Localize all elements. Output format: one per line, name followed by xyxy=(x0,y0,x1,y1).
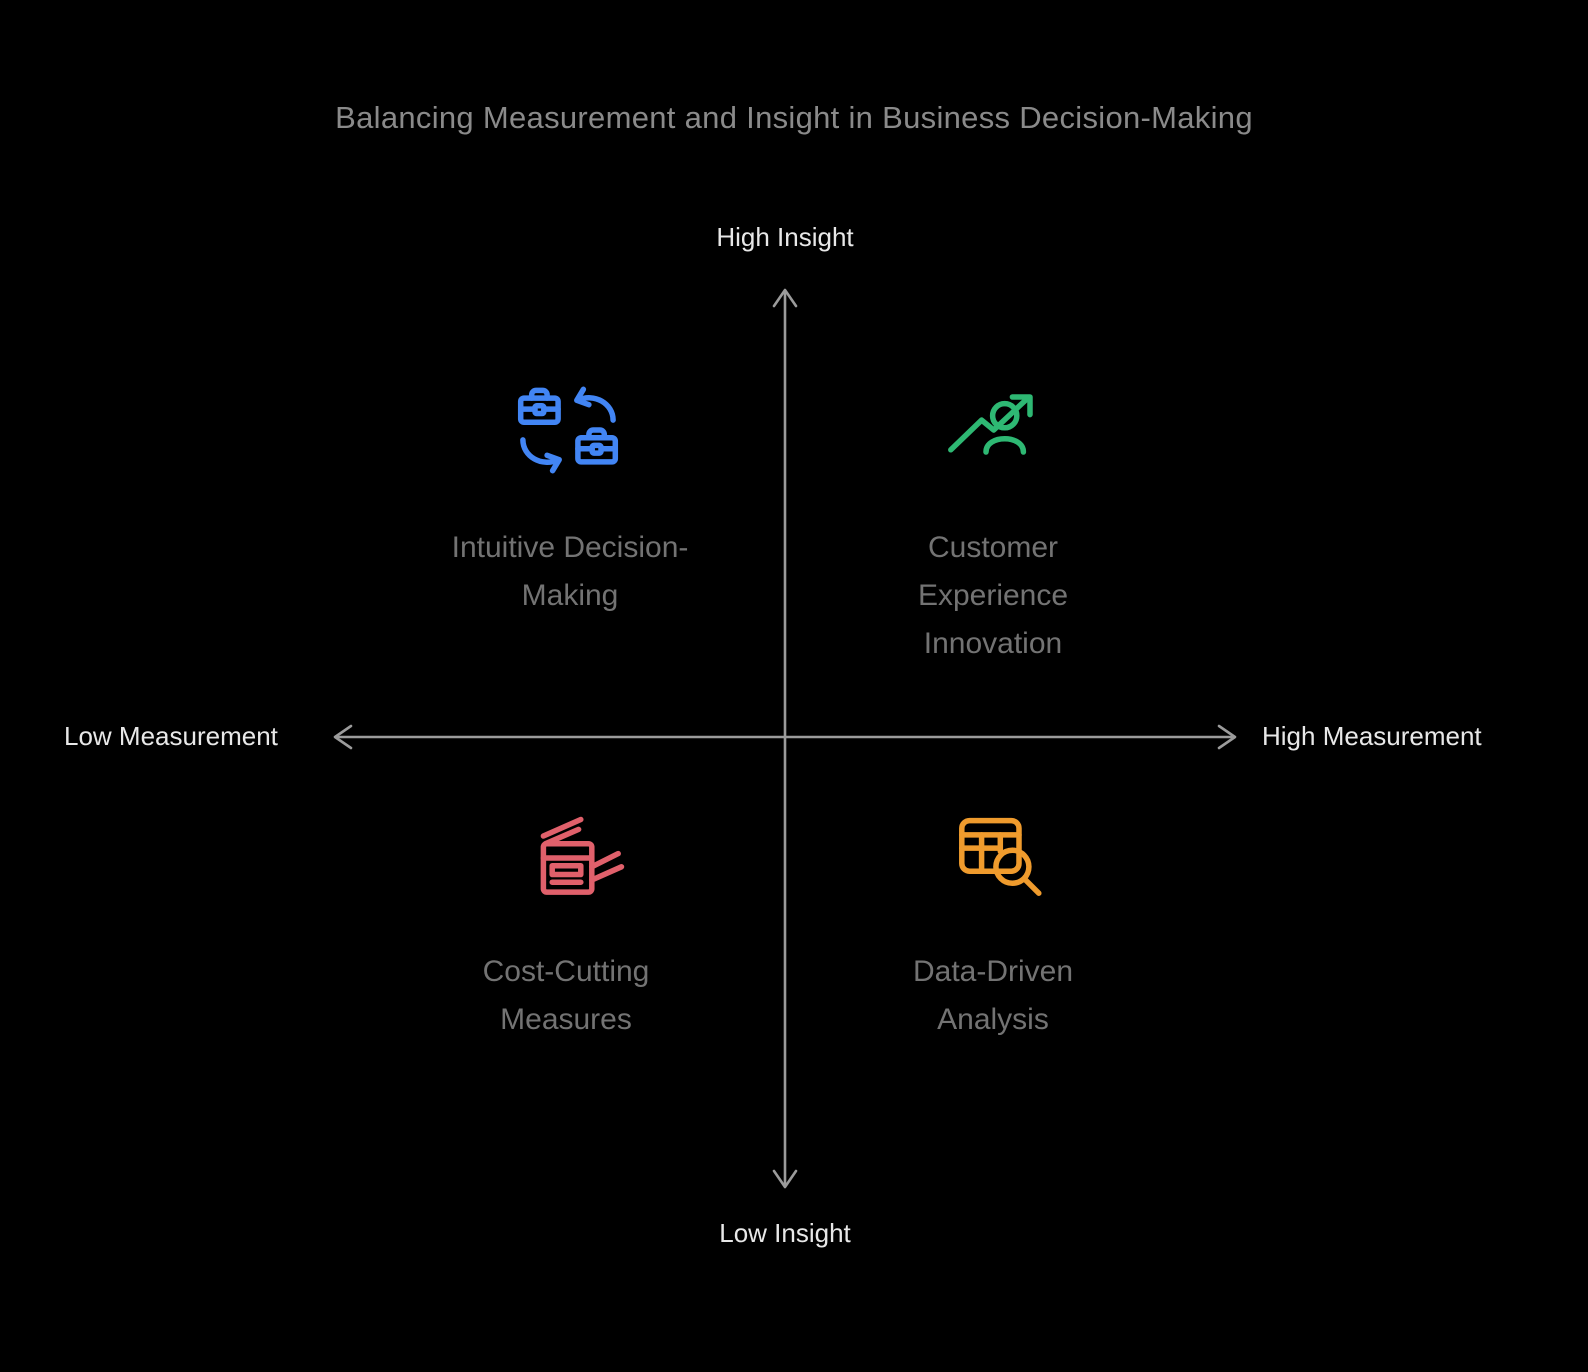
label-line: Data-Driven xyxy=(912,955,1074,988)
arrowhead-left-icon xyxy=(333,724,353,750)
arrowhead-down-icon xyxy=(772,1169,798,1189)
label-line: Measures xyxy=(500,1003,632,1036)
axis-label-high-measurement: High Measurement xyxy=(1262,721,1482,751)
quadrant-label-intuitive-decision-making: Intuitive Decision- Making xyxy=(345,524,795,620)
page-title: Balancing Measurement and Insight in Bus… xyxy=(335,100,1253,135)
label-line: Experience xyxy=(917,579,1069,612)
axis-label-high-insight: High Insight xyxy=(716,222,854,252)
arrowhead-right-icon xyxy=(1217,724,1237,750)
label-line: Cost-Cutting xyxy=(482,955,650,988)
axis-label-low-insight: Low Insight xyxy=(719,1218,851,1248)
label-line: Intuitive Decision- xyxy=(451,531,689,564)
quadrant-label-cost-cutting-measures: Cost-Cutting Measures xyxy=(341,948,791,1044)
person-growth-arrow-icon xyxy=(948,394,1033,455)
arrowhead-up-icon xyxy=(772,288,798,308)
copier-machine-icon xyxy=(540,816,625,895)
quadrant-label-customer-experience-innovation: Customer Experience Innovation xyxy=(768,524,1218,668)
label-line: Innovation xyxy=(923,627,1063,660)
briefcase-swap-icon xyxy=(517,386,619,474)
label-line: Customer xyxy=(927,531,1059,564)
table-magnifier-icon xyxy=(959,817,1042,896)
axis-label-low-measurement: Low Measurement xyxy=(64,721,278,751)
quadrant-label-data-driven-analysis: Data-Driven Analysis xyxy=(768,948,1218,1044)
label-line: Making xyxy=(521,579,619,612)
label-line: Analysis xyxy=(937,1003,1049,1036)
